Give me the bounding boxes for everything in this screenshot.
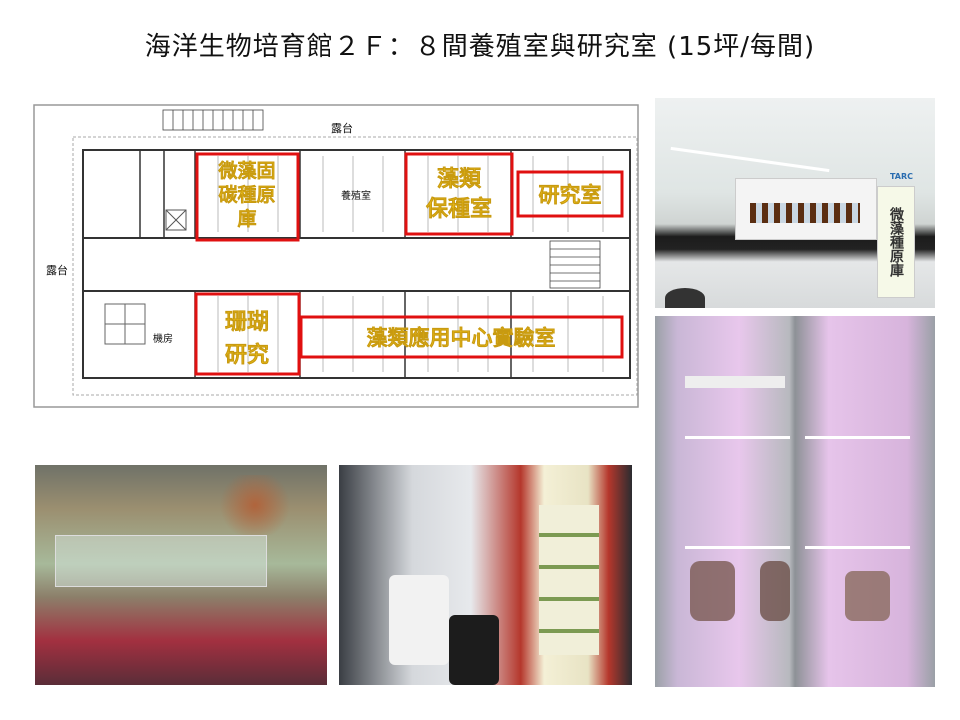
culture-jar: [845, 571, 890, 621]
culture-jar: [760, 561, 790, 621]
room-label-line: 微藻固: [217, 159, 275, 182]
room-label-line: 珊瑚: [225, 310, 269, 335]
tarc-logo: TARC: [889, 172, 913, 181]
culture-shelves: [217, 156, 604, 372]
highlight-coral-research: [194, 292, 301, 376]
room-label-line: 藻類應用中心實驗室: [367, 326, 556, 350]
growth-chamber-shelves: [539, 505, 599, 655]
slide-title: 海洋生物培育館２Ｆ：８間養殖室與研究室 (15坪/每間): [144, 32, 816, 62]
dashed-boundary: [72, 136, 638, 396]
microscope: [389, 575, 449, 665]
room-label-line: 研究室: [539, 183, 602, 207]
stool: [665, 288, 705, 308]
incubator-fridge-photo: [655, 316, 935, 687]
lab-sign: 微藻種原庫: [877, 186, 915, 298]
fridge-shelf: [685, 436, 790, 439]
room-label-line: 藻類: [437, 167, 482, 192]
fridge-panel: [685, 376, 785, 388]
lab-bench-photo: 微藻種原庫 TARC: [655, 98, 935, 308]
fridge-shelf: [805, 546, 910, 549]
machine-room-label: 機房: [153, 332, 173, 345]
highlight-algae-preservation: [404, 152, 514, 236]
room-label-line: 碳種原: [218, 183, 275, 206]
aquarium-tank: [55, 535, 267, 587]
terrace-top-label: 露台: [331, 121, 353, 135]
highlight-algae-center-lab: [299, 315, 624, 359]
highlight-microalgae-bank: [195, 152, 300, 242]
microscope-eyepiece: [449, 615, 499, 685]
bottles: [750, 203, 860, 223]
culture-jar: [690, 561, 735, 621]
culture-room-label: 養殖室: [341, 189, 371, 202]
fridge-shelf: [685, 546, 790, 549]
right-stair: [549, 240, 601, 289]
machine-unit: [104, 303, 146, 345]
room-label-line: 研究: [225, 342, 269, 368]
coral: [215, 475, 295, 535]
coral-aquarium-photo: [35, 465, 327, 685]
lab-sign-text: 微藻種原庫: [888, 207, 904, 277]
ceiling-light: [670, 146, 830, 173]
elevator: [165, 209, 187, 231]
top-stair: [162, 109, 264, 131]
highlight-boxes: [194, 152, 624, 376]
floor-plan: 露台 露台 養殖室 機房 微藻固 碳種原 庫 藻類 保種室 研究室 珊瑚 研究 …: [33, 104, 639, 408]
highlight-labels: 微藻固 碳種原 庫 藻類 保種室 研究室 珊瑚 研究 藻類應用中心實驗室: [217, 159, 601, 368]
room-label-line: 保種室: [425, 196, 492, 222]
building-outline: [82, 149, 631, 379]
highlight-research-room: [516, 170, 624, 218]
fridge-shelf: [805, 436, 910, 439]
microscope-lab-photo: [339, 465, 632, 685]
terrace-left-label: 露台: [46, 263, 68, 277]
room-label-line: 庫: [237, 207, 256, 230]
